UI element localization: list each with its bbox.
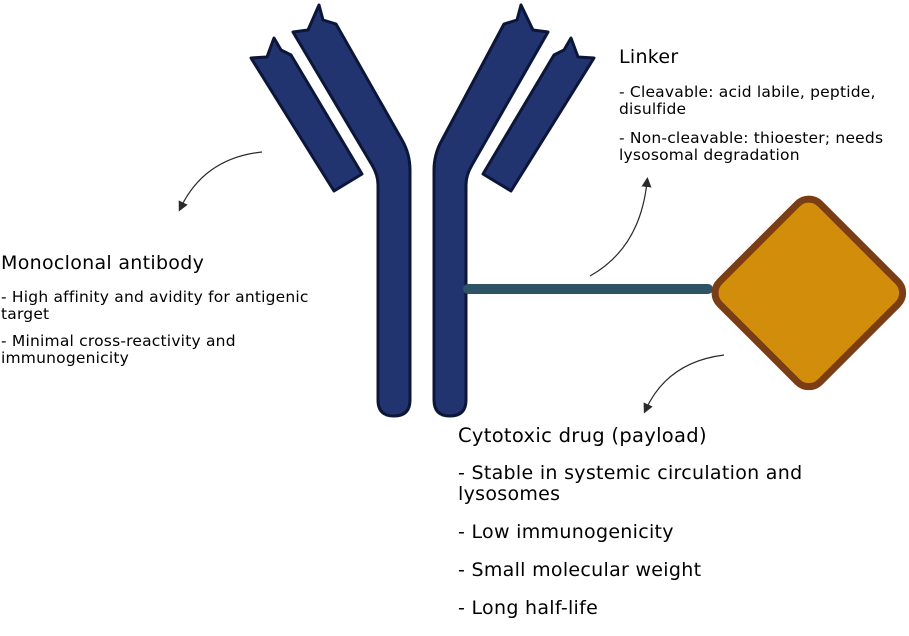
antibody-right-light-chain bbox=[481, 36, 596, 193]
antibody-right-heavy-chain bbox=[432, 3, 550, 418]
antibody-left-light-chain bbox=[249, 36, 364, 193]
adc-diagram bbox=[178, 3, 907, 418]
linker-annotation: Linker - Cleavable: acid labile, peptide… bbox=[619, 46, 904, 176]
payload-diamond bbox=[711, 195, 907, 391]
payload-point: - Stable in systemic circulation and lys… bbox=[458, 462, 803, 505]
payload-point: - Long half-life bbox=[458, 597, 599, 619]
payload-annotation: Cytotoxic drug (payload) - Stable in sys… bbox=[458, 425, 898, 636]
payload-point: - Low immunogenicity bbox=[458, 521, 674, 543]
antibody-pointer-arrow bbox=[178, 151, 263, 212]
antibody-left-heavy-chain bbox=[291, 3, 412, 418]
payload-point: - Small molecular weight bbox=[458, 559, 702, 581]
linker-point: - Non-cleavable: thioester; needs lysoso… bbox=[619, 129, 884, 164]
payload-title: Cytotoxic drug (payload) bbox=[458, 424, 707, 447]
antibody-title: Monoclonal antibody bbox=[1, 252, 205, 274]
antibody-point: - High affinity and avidity for antigeni… bbox=[1, 288, 309, 323]
payload-pointer-arrow bbox=[643, 354, 725, 414]
antibody-shape bbox=[249, 3, 596, 418]
linker-pointer-arrow bbox=[589, 177, 652, 277]
linker-point: - Cleavable: acid labile, peptide, disul… bbox=[619, 83, 876, 118]
antibody-point: - Minimal cross-reactivity and immunogen… bbox=[1, 332, 236, 367]
antibody-annotation: Monoclonal antibody - High affinity and … bbox=[1, 252, 361, 377]
linker-title: Linker bbox=[619, 46, 679, 68]
